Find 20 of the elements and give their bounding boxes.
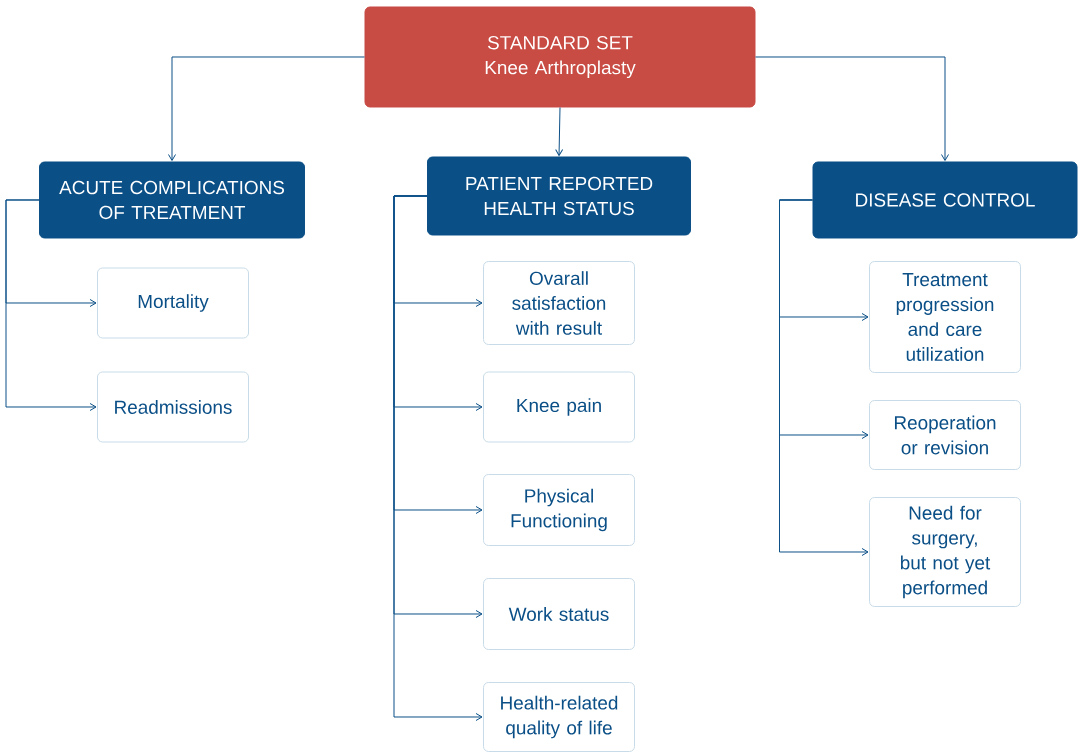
outcome-box: Treatment progression and care utilization bbox=[869, 261, 1021, 373]
connector-arrow bbox=[393, 195, 483, 721]
connector-arrow bbox=[5, 199, 97, 411]
connector-arrow bbox=[755, 56, 949, 161]
outcome-box: Work status bbox=[483, 578, 635, 650]
outcome-box: Need for surgery, but not yet performed bbox=[869, 497, 1021, 607]
connector-arrow bbox=[555, 107, 564, 156]
category-box: PATIENT REPORTED HEALTH STATUS bbox=[427, 156, 691, 236]
outcome-box: Reoperation or revision bbox=[869, 400, 1021, 470]
outcome-box: Physical Functioning bbox=[483, 474, 635, 546]
outcome-box: Ovarall satisfaction with result bbox=[483, 261, 635, 345]
outcome-box: Knee pain bbox=[483, 371, 635, 443]
connector-arrow bbox=[779, 199, 869, 556]
category-box: DISEASE CONTROL bbox=[812, 161, 1078, 239]
outcome-box: Mortality bbox=[97, 267, 249, 339]
root-box: STANDARD SET Knee Arthroplasty bbox=[364, 6, 756, 108]
category-box: ACUTE COMPLICATIONS OF TREATMENT bbox=[39, 161, 305, 239]
outcome-box: Health-related quality of life bbox=[483, 682, 635, 752]
connector-arrow bbox=[168, 56, 365, 161]
outcome-box: Readmissions bbox=[97, 371, 249, 443]
